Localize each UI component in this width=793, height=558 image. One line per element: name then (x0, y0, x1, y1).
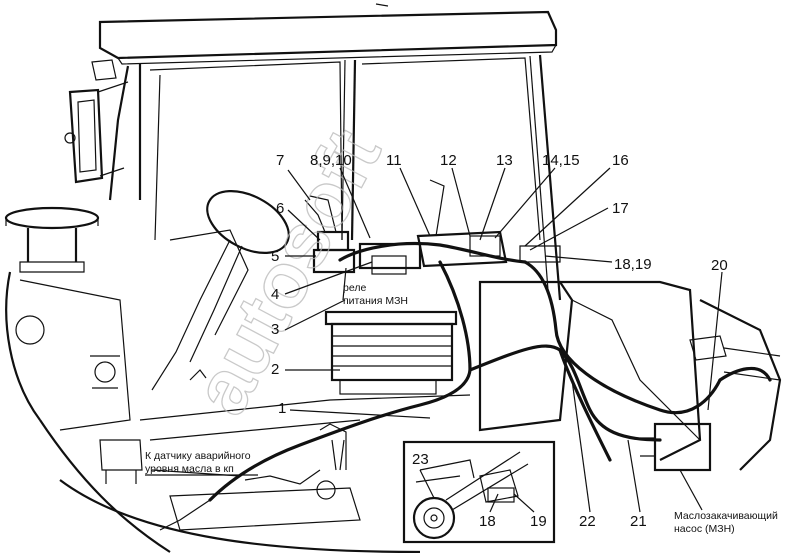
callout-20: 20 (711, 257, 728, 274)
callout-2: 2 (271, 361, 279, 378)
cab-floor (139, 369, 471, 470)
relay-label-line2: питания МЗН (343, 295, 408, 307)
callout-18-19: 18,19 (614, 256, 652, 273)
callout-21: 21 (630, 513, 647, 530)
callout-22: 22 (579, 513, 596, 530)
relay-label-line1: реле (343, 282, 366, 294)
gearbox-area (59, 439, 421, 554)
callout-6: 6 (276, 200, 284, 217)
callout-3: 3 (271, 321, 279, 338)
sensor-label-line1: К датчику аварийного (145, 450, 251, 462)
pump-label-line1: Маслозакачивающий (674, 510, 778, 522)
right-cowl (478, 280, 782, 472)
callout-18-inset: 18 (479, 513, 496, 530)
callout-labels: 1 2 3 4 5 6 7 8,9,10 11 12 13 14,15 16 1… (271, 152, 728, 530)
dashboard-panel (416, 179, 561, 268)
cab-frame (108, 54, 562, 301)
callout-7: 7 (276, 152, 284, 169)
callout-12: 12 (440, 152, 457, 169)
cab-roof (98, 3, 558, 65)
battery (324, 310, 458, 395)
relay-annotation: реле питания МЗН (343, 282, 408, 307)
steering-wheel (151, 190, 290, 391)
callout-23: 23 (412, 451, 429, 468)
rear-view-mirror (64, 59, 129, 184)
pump-label-line2: насос (МЗН) (674, 523, 735, 535)
sensor-annotation: К датчику аварийного уровня масла в кп (145, 450, 258, 476)
callout-14-15: 14,15 (542, 152, 580, 169)
callout-19-inset: 19 (530, 513, 547, 530)
callout-11: 11 (386, 152, 402, 169)
callout-4: 4 (271, 286, 279, 303)
air-cleaner (4, 206, 100, 273)
fuse-block (304, 195, 527, 275)
callout-16: 16 (612, 152, 629, 169)
callout-8-9-10: 8,9,10 (310, 152, 352, 169)
sensor-label-line2: уровня масла в кп (145, 463, 234, 475)
callout-1: 1 (278, 400, 286, 417)
pump-annotation: Маслозакачивающий насос (МЗН) (674, 510, 778, 535)
callout-13: 13 (496, 152, 513, 169)
callout-17: 17 (612, 200, 629, 217)
main-harness (159, 260, 772, 531)
engine-left (5, 271, 171, 553)
callout-5: 5 (271, 248, 279, 265)
